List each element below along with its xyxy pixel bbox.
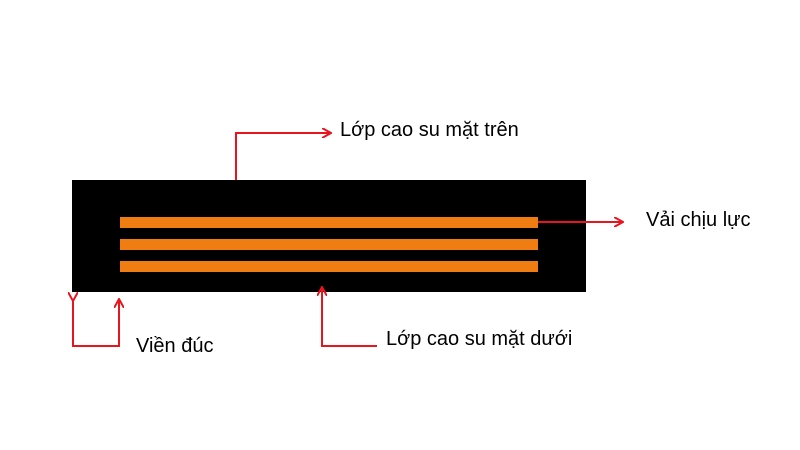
molded-edge-label: Viền đúc <box>136 335 214 357</box>
bottom-rubber-arrow <box>322 288 377 347</box>
fabric-label: Vải chịu lực <box>646 209 751 231</box>
molded-edge-arrow <box>73 300 119 347</box>
top-rubber-label: Lớp cao su mặt trên <box>340 119 519 141</box>
belt-body <box>72 180 586 292</box>
top-rubber-arrow <box>235 133 330 180</box>
fabric-layer <box>120 239 538 250</box>
fabric-layer <box>120 217 538 228</box>
fabric-layer <box>120 261 538 272</box>
bottom-rubber-label: Lớp cao su mặt dưới <box>386 328 573 350</box>
